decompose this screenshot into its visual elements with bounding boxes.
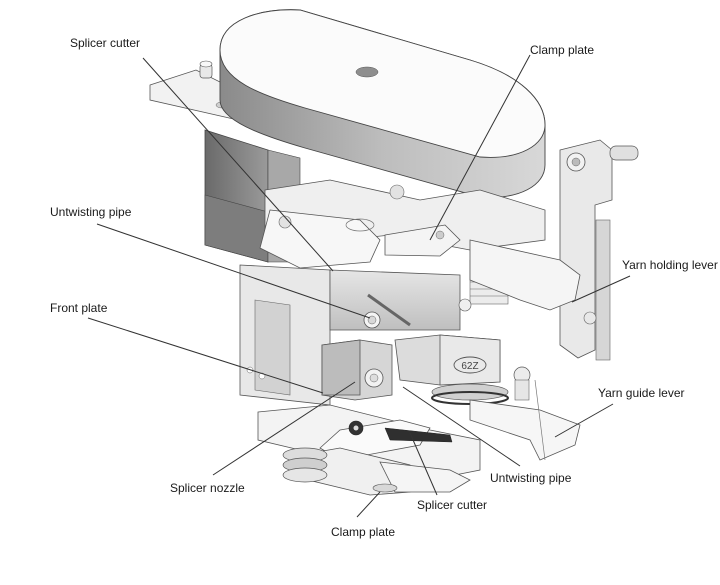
- leader-splicer-cutter-top: [142, 57, 334, 272]
- leader-untwisting-pipe-bottom: [402, 386, 521, 467]
- center-hole: [355, 66, 379, 78]
- label-splicer-cutter-top: Splicer cutter: [70, 36, 141, 50]
- label-untwisting-pipe-left: Untwisting pipe: [50, 205, 132, 219]
- yarn-holding-lever-shape: [469, 239, 581, 311]
- bottom-mechanism: [257, 404, 481, 496]
- right-bracket: [559, 139, 639, 361]
- leader-clamp-plate-bottom: [356, 491, 381, 518]
- oval-cover: [219, 9, 546, 198]
- leader-yarn-guide-lever: [554, 403, 614, 438]
- yarn-guide-lever-shape: [469, 379, 581, 461]
- splicer-nozzle-block: 62Z: [321, 334, 531, 405]
- label-splicer-cutter-bottom: Splicer cutter: [417, 498, 488, 512]
- leader-front-plate: [87, 317, 324, 394]
- mid-mechanism: [259, 179, 597, 325]
- label-untwisting-pipe-bottom: Untwisting pipe: [490, 471, 572, 485]
- leader-splicer-nozzle: [212, 381, 356, 476]
- label-yarn-holding-lever: Yarn holding lever: [622, 258, 718, 272]
- part-marking: 62Z: [461, 361, 478, 372]
- leader-clamp-plate-top: [429, 54, 531, 241]
- front-block: [239, 264, 472, 406]
- label-clamp-plate-top: Clamp plate: [530, 43, 595, 57]
- label-splicer-nozzle: Splicer nozzle: [170, 481, 245, 495]
- label-yarn-guide-lever: Yarn guide lever: [598, 386, 685, 400]
- label-clamp-plate-bottom: Clamp plate: [331, 525, 396, 539]
- label-front-plate: Front plate: [50, 301, 108, 315]
- part-marking-badge: [453, 356, 487, 374]
- leader-yarn-holding-lever: [571, 275, 631, 303]
- leader-splicer-cutter-bottom: [409, 432, 438, 496]
- cutter-blade: [384, 427, 453, 443]
- leader-untwisting-pipe-left: [96, 223, 371, 319]
